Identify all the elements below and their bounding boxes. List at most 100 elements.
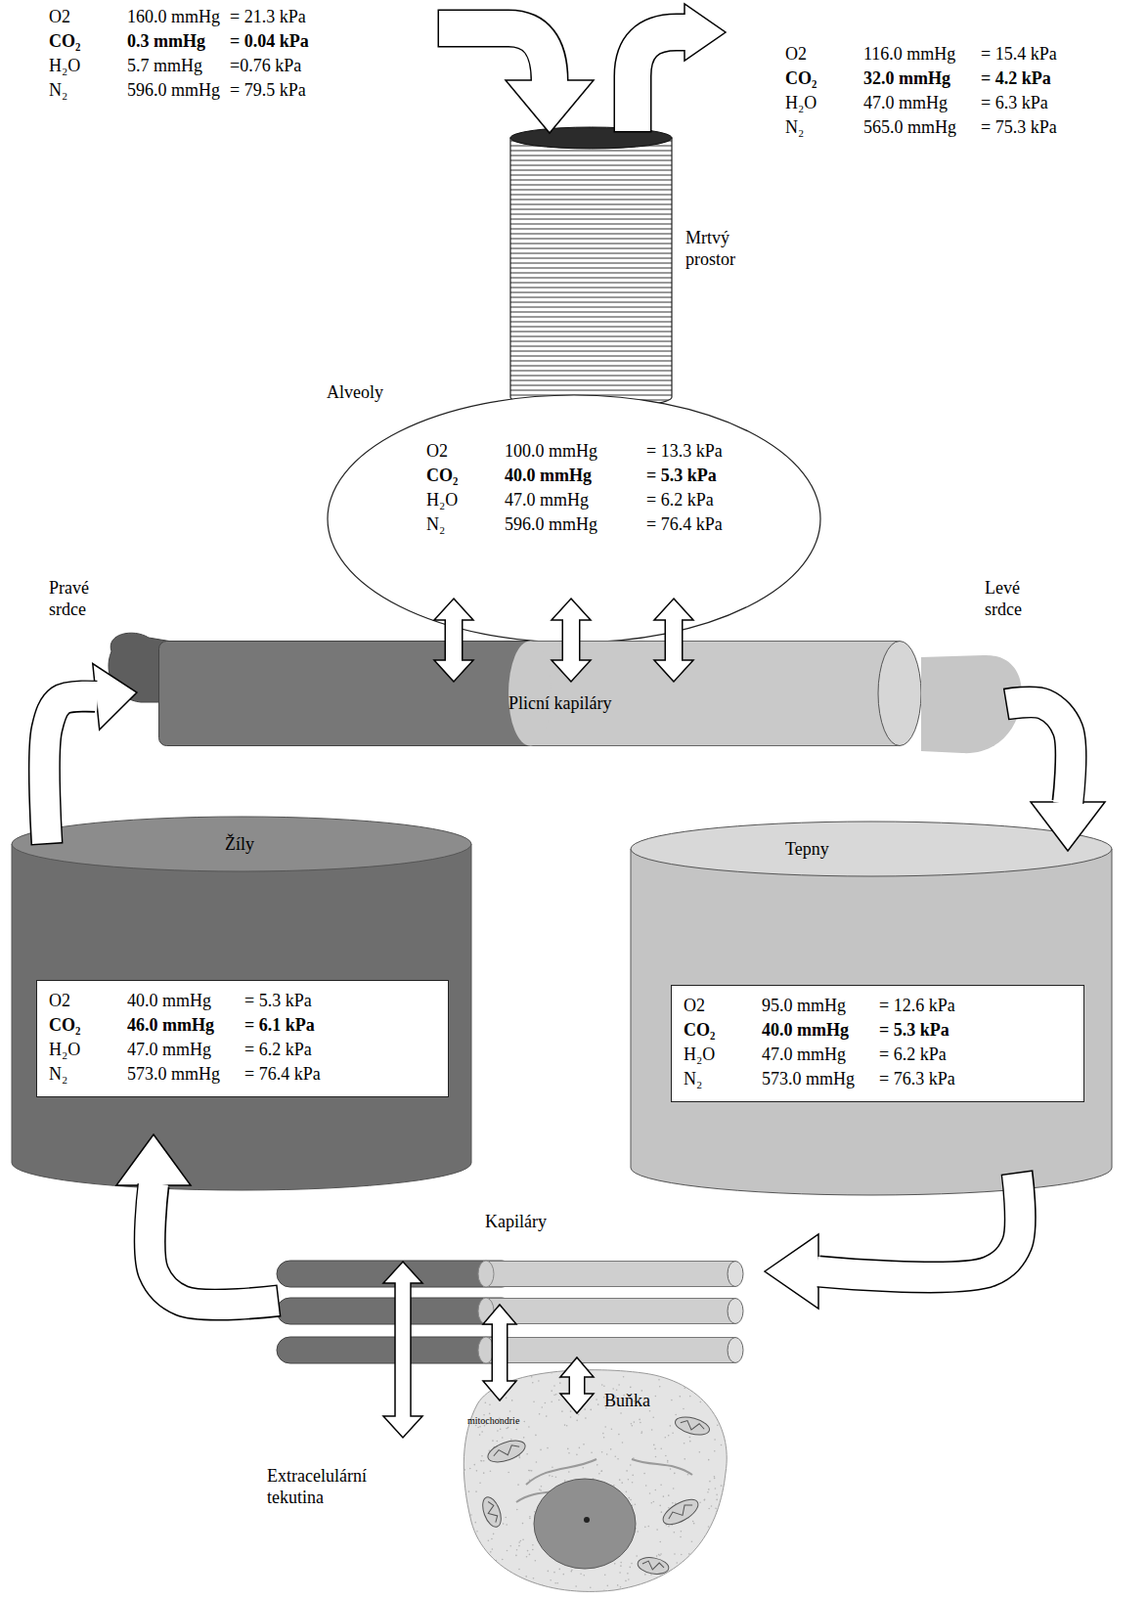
block-arrow [44,663,137,845]
text-holder: Pravé srdce [48,576,110,620]
stripe [510,292,672,294]
stipple-dot [613,1484,616,1487]
stipple-dot [682,1368,685,1371]
partial-pressure-mmhg: 47.0 mmHg [761,1043,846,1065]
text-holder: CO₂ [785,67,817,89]
stipple-dot [519,1457,522,1459]
stipple-dot [493,1383,496,1386]
text-holder: 32.0 mmHg [863,67,951,89]
stipple-dot [669,1424,672,1427]
stipple-dot [506,1589,509,1592]
stipple-dot [704,1499,707,1502]
stipple-dot [643,1472,646,1475]
stipple-dot [660,1552,663,1555]
stripe [510,346,672,348]
stipple-dot [704,1535,707,1538]
stipple-dot [699,1401,702,1404]
text-holder: = 79.5 kPa [229,79,307,101]
stipple-dot [712,1541,715,1544]
partial-pressure-mmhg: 47.0 mmHg [504,488,589,511]
partial-pressure-mmhg: 160.0 mmHg [127,5,221,28]
stipple-dot [726,1554,729,1557]
stipple-dot [667,1434,670,1437]
arterial-part [485,1297,736,1325]
text-holder: 47.0 mmHg [863,91,948,114]
stipple-dot [713,1526,716,1529]
text-holder: 40.0 mmHg [761,1018,849,1041]
stipple-dot [708,1381,711,1384]
stipple-dot [614,1456,617,1458]
stipple-dot [691,1379,694,1382]
text-holder: N₂ [426,513,445,535]
stipple-dot [528,1469,530,1472]
stipple-dot [707,1398,710,1401]
gas-name: CO₂ [426,464,458,486]
stipple-dot [492,1533,495,1536]
stipple-dot [458,1429,461,1432]
cytoplasm-stipple [457,1365,735,1597]
stripe [510,316,672,318]
stipple-dot [488,1412,491,1415]
text-holder: Extracelulární tekutina [266,1464,414,1508]
stipple-dot [470,1513,473,1516]
stipple-dot [629,1386,632,1389]
stripe [510,170,672,172]
stipple-dot [729,1501,732,1504]
stipple-dot [584,1416,587,1419]
stipple-dot [505,1386,508,1389]
partial-pressure-kpa: = 6.1 kPa [244,1014,315,1036]
stripe [510,287,672,289]
stipple-dot [526,1555,529,1558]
venous-part [276,1297,516,1325]
gas-name: O2 [683,994,706,1016]
stipple-dot [574,1589,576,1592]
stipple-dot [530,1469,533,1472]
stipple-dot [728,1522,731,1525]
stipple-dot [692,1520,695,1523]
text-holder: =0.76 kPa [229,54,302,77]
stipple-dot [725,1547,728,1550]
stipple-dot [686,1558,689,1561]
stipple-dot [467,1388,470,1391]
pulmonary-capillary: Plicní kapiláry [158,640,931,747]
stripe [510,223,672,225]
stipple-dot [527,1549,530,1552]
vessel-end [727,1298,744,1325]
stipple-dot [655,1395,658,1398]
partial-pressure-mmhg: 40.0 mmHg [127,989,212,1012]
stipple-dot [713,1438,716,1441]
stipple-dot [654,1448,657,1451]
stipple-dot [606,1585,609,1588]
tissue-capillaries-shape [275,1208,753,1369]
stipple-dot [624,1580,627,1583]
stipple-dot [611,1427,614,1430]
stipple-dot [671,1501,674,1504]
text-holder: CO₂ [48,30,81,52]
stipple-dot [548,1474,551,1477]
stipple-dot [667,1494,670,1497]
text-holder: CO₂ [48,1014,81,1036]
stipple-dot [659,1385,662,1388]
stipple-dot [509,1545,512,1547]
stipple-dot [688,1556,691,1559]
stipple-dot [620,1481,623,1484]
stipple-dot [491,1439,494,1442]
gas-table-box: O240.0 mmHg= 5.3 kPaCO₂46.0 mmHg= 6.1 kP… [36,979,449,1098]
stipple-dot [474,1380,477,1383]
partial-pressure-kpa: = 75.3 kPa [980,116,1058,138]
partial-pressure-mmhg: 573.0 mmHg [761,1067,855,1090]
text-holder: = 5.3 kPa [646,464,717,486]
stipple-dot [615,1368,618,1370]
stipple-dot [474,1521,477,1524]
partial-pressure-kpa: = 4.2 kPa [980,67,1052,89]
stipple-dot [683,1442,686,1445]
stipple-dot [726,1368,729,1370]
stipple-dot [546,1371,549,1374]
stipple-dot [515,1593,518,1596]
stipple-dot [720,1484,723,1487]
partial-pressure-mmhg: 573.0 mmHg [127,1062,221,1085]
stipple-dot [497,1397,500,1400]
box-outline [37,980,449,1098]
stipple-dot [479,1425,482,1428]
stripe [510,336,672,338]
